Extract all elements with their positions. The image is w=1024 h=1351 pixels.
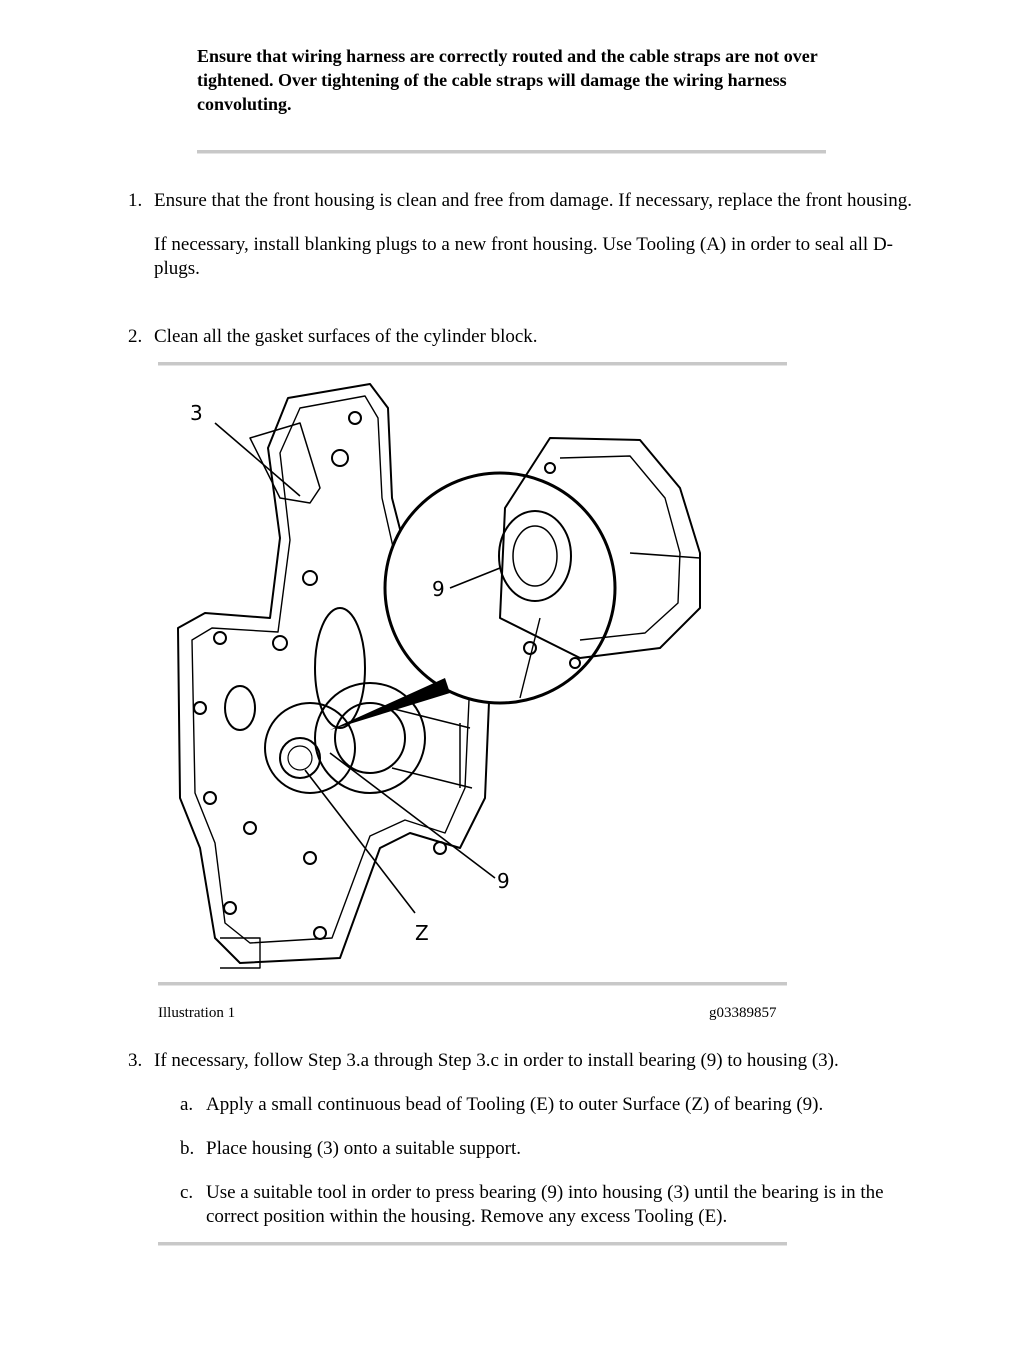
- substep-text: Place housing (3) onto a suitable suppor…: [206, 1138, 522, 1159]
- substep-letter: b.: [180, 1138, 195, 1159]
- substep-letter: a.: [180, 1094, 194, 1115]
- step-number: 2.: [128, 326, 143, 347]
- substep-b: b. Place housing (3) onto a suitable sup…: [180, 1137, 920, 1161]
- illustration-caption: Illustration 1: [158, 1005, 236, 1021]
- callout-9-detail-leader: [449, 567, 501, 589]
- step-3: 3. If necessary, follow Step 3.a through…: [128, 1049, 918, 1073]
- step-text: Ensure that the front housing is clean a…: [154, 190, 912, 211]
- callout-9-leader: [329, 752, 496, 879]
- illustration-id: g03389857: [709, 1005, 777, 1021]
- magnifier-pointer: [330, 678, 450, 730]
- figure-bottom-divider: [158, 982, 787, 986]
- step-number: 3.: [128, 1050, 143, 1071]
- substep-letter: c.: [180, 1182, 194, 1203]
- step-text: If necessary, follow Step 3.a through St…: [154, 1050, 839, 1071]
- callout-3-label: 3: [190, 401, 203, 425]
- notice-divider: [197, 150, 826, 154]
- footer-divider: [158, 1242, 787, 1246]
- step-1: 1. Ensure that the front housing is clea…: [128, 189, 918, 281]
- callout-z-label: Z: [415, 921, 429, 945]
- step-2: 2. Clean all the gasket surfaces of the …: [128, 325, 918, 349]
- detail-magnifier-circle: [383, 471, 617, 705]
- callout-9-label: 9: [497, 869, 510, 893]
- substep-text: Use a suitable tool in order to press be…: [206, 1182, 884, 1227]
- figure-top-divider: [158, 362, 787, 366]
- substep-c: c. Use a suitable tool in order to press…: [180, 1181, 920, 1229]
- step-text: If necessary, install blanking plugs to …: [154, 234, 893, 279]
- substep-a: a. Apply a small continuous bead of Tool…: [180, 1093, 920, 1117]
- step-text: Clean all the gasket surfaces of the cyl…: [154, 326, 538, 347]
- step-number: 1.: [128, 190, 143, 211]
- callout-9-detail-label: 9: [432, 577, 445, 601]
- callout-3-leader: [214, 422, 301, 497]
- substep-text: Apply a small continuous bead of Tooling…: [206, 1094, 824, 1115]
- front-housing-illustration: 3 9 9 Z: [177, 383, 701, 969]
- callout-z-leader: [304, 769, 416, 914]
- warning-notice: Ensure that wiring harness are correctly…: [197, 46, 818, 114]
